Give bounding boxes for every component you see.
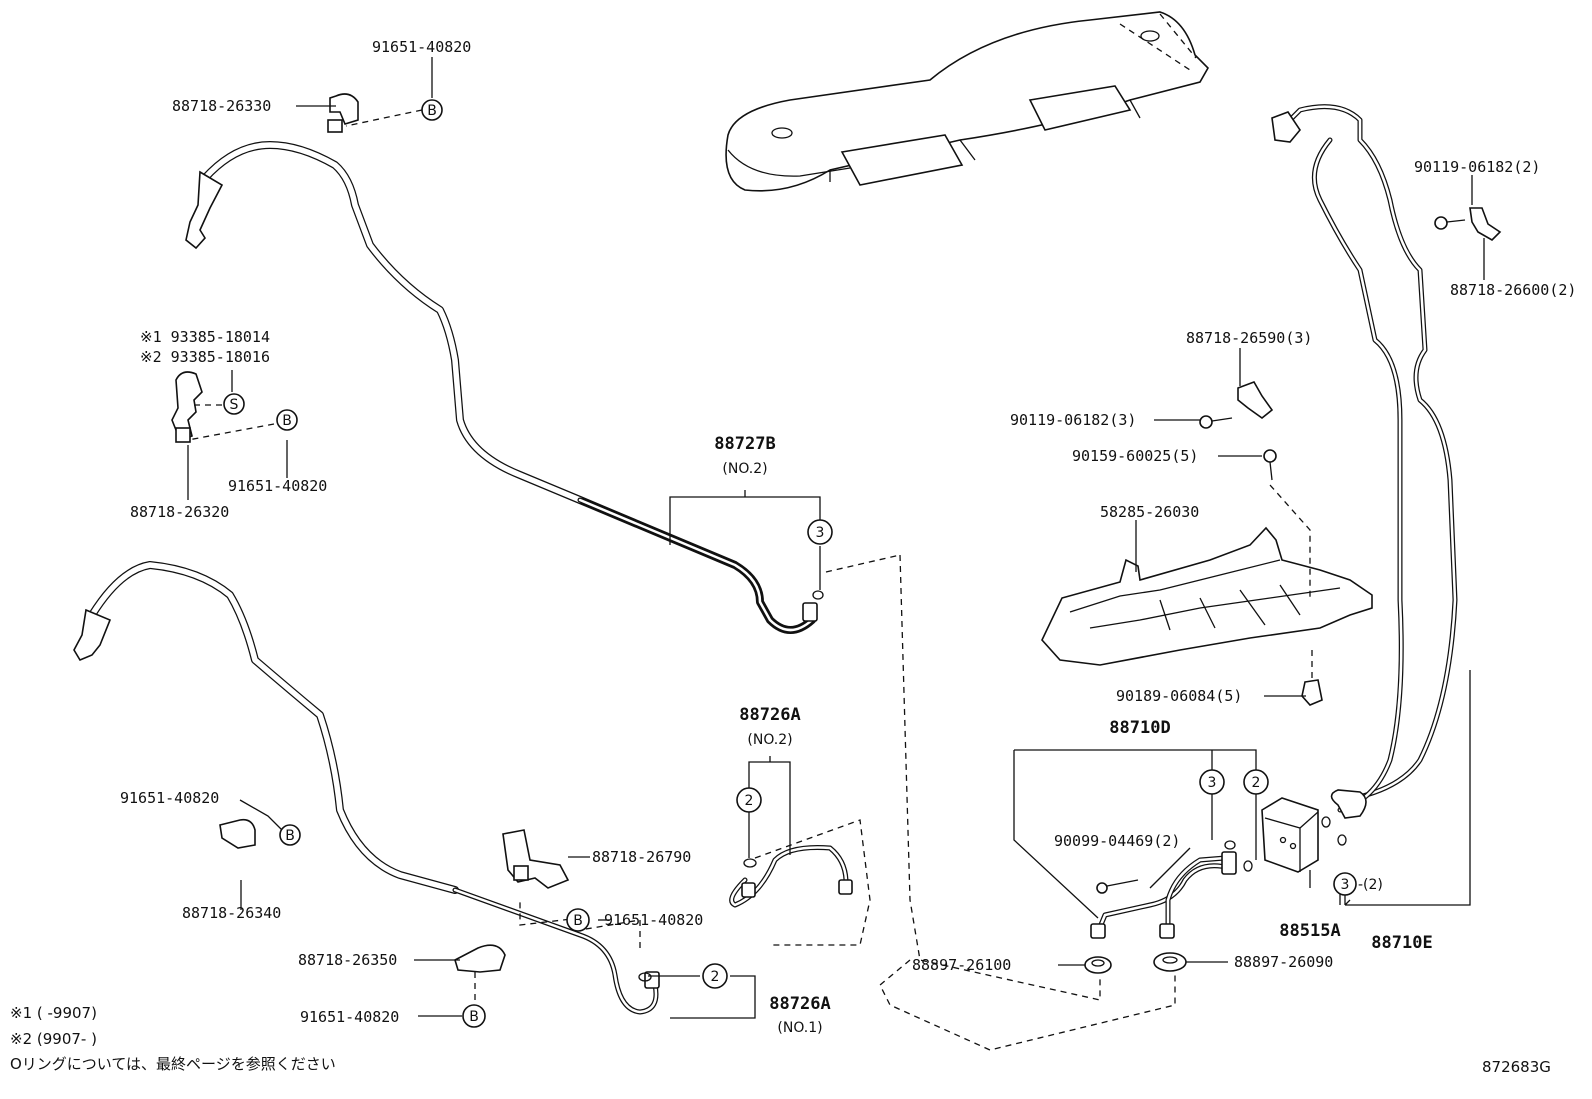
svg-text:3: 3 [1208, 775, 1217, 791]
svg-text:B: B [469, 1009, 479, 1025]
label-88727b-sub: (NO.2) [722, 461, 767, 477]
pipe-88710e [1271, 104, 1458, 819]
dashboard-duct-illustration [725, 11, 1209, 192]
label-88726a-top-sub: (NO.2) [747, 732, 792, 748]
svg-text:B: B [427, 103, 437, 119]
badge-2-88726a-bot: 2 [702, 963, 728, 989]
pipe-88727b [185, 141, 818, 634]
nut-90189 [1301, 679, 1323, 706]
pipe-88710d [1090, 851, 1237, 939]
clip-88718-26590 [1237, 381, 1274, 420]
label-3-qty: -(2) [1358, 877, 1383, 893]
label-90099-04469: 90099-04469(2) [1054, 832, 1180, 850]
clip-88718-26340 [219, 818, 256, 849]
note-3: Oリングについては、最終ページを参照ください [10, 1055, 336, 1073]
badge-b-bottom: B [462, 1004, 486, 1028]
badge-b-center: B [566, 908, 590, 932]
clip-88718-26330 [327, 93, 359, 133]
label-88718-26790: 88718-26790 [592, 848, 691, 866]
label-88710e: 88710E [1371, 933, 1432, 953]
label-91651-40820-center: 91651-40820 [604, 911, 703, 929]
svg-text:B: B [282, 413, 292, 429]
label-88718-26590: 88718-26590(3) [1186, 329, 1312, 347]
clip-88718-26350 [454, 944, 506, 973]
pipe-88726a-no2 [729, 845, 853, 908]
label-88726a-top: 88726A [739, 705, 800, 725]
figure-id: 872683G [1482, 1058, 1551, 1076]
label-88897-26090: 88897-26090 [1234, 953, 1333, 971]
label-88718-26320: 88718-26320 [130, 503, 229, 521]
svg-text:S: S [230, 397, 239, 413]
screw-90159 [1263, 449, 1277, 481]
label-88718-26330: 88718-26330 [172, 97, 271, 115]
badge-b-mid: B [276, 409, 298, 431]
label-93385-18014: ※1 93385-18014 [140, 328, 270, 346]
note-1: ※1 ( -9907) [10, 1004, 97, 1022]
label-90159-60025: 90159-60025(5) [1072, 447, 1198, 465]
svg-text:B: B [573, 913, 583, 929]
label-88718-26340: 88718-26340 [182, 904, 281, 922]
bolt-90119-mid [1199, 415, 1233, 429]
label-93385-18016: ※2 93385-18016 [140, 348, 270, 366]
connector-88515a [1261, 797, 1319, 873]
badge-3-88710e: 3 [1333, 872, 1357, 896]
clip-88718-26790 [502, 829, 570, 889]
bolt-90119-top [1434, 216, 1466, 230]
label-88718-26600: 88718-26600(2) [1450, 281, 1576, 299]
leader-lines [187, 57, 1485, 1051]
clip-88718-26320 [171, 371, 203, 443]
o-rings [638, 590, 1347, 982]
grommet-88897-26100 [1084, 956, 1112, 974]
badge-b-top: B [421, 99, 443, 121]
svg-text:3: 3 [1341, 877, 1350, 893]
svg-text:2: 2 [745, 793, 754, 809]
label-90119-06182-mid: 90119-06182(3) [1010, 411, 1136, 429]
heat-shield-58285 [1041, 526, 1373, 666]
callout-badges: B S B 3 B B B 2 2 3 2 3 [223, 99, 1357, 1028]
screw-90099 [1096, 879, 1139, 894]
label-88515a: 88515A [1279, 921, 1340, 941]
svg-text:B: B [285, 828, 295, 844]
label-88710d: 88710D [1109, 718, 1170, 738]
label-88897-26100: 88897-26100 [912, 956, 1011, 974]
badge-3-88727b: 3 [807, 519, 833, 545]
svg-text:3: 3 [816, 525, 825, 541]
label-88726a-bot-sub: (NO.1) [777, 1020, 822, 1036]
badge-2-88710d: 2 [1243, 769, 1269, 795]
badge-s: S [223, 393, 245, 415]
label-58285-26030: 58285-26030 [1100, 503, 1199, 521]
pipe-88726a-no1 [73, 561, 660, 1015]
footnotes: ※1 ( -9907) ※2 (9907- ) Oリングについては、最終ページを… [10, 1004, 1551, 1076]
badge-b-left: B [279, 824, 301, 846]
label-88727b: 88727B [714, 434, 775, 454]
svg-text:2: 2 [711, 969, 720, 985]
label-91651-40820-left: 91651-40820 [120, 789, 219, 807]
badge-3-88710d: 3 [1199, 769, 1225, 795]
svg-text:2: 2 [1252, 775, 1261, 791]
note-2: ※2 (9907- ) [10, 1030, 97, 1048]
label-88726a-bot: 88726A [769, 994, 830, 1014]
label-90189-06084: 90189-06084(5) [1116, 687, 1242, 705]
label-91651-40820-bot: 91651-40820 [300, 1008, 399, 1026]
label-90119-06182-top: 90119-06182(2) [1414, 158, 1540, 176]
part-labels: 91651-40820 88718-26330 ※1 93385-18014 ※… [120, 38, 1576, 1036]
grommet-88897-26090 [1153, 952, 1187, 972]
label-91651-40820-mid: 91651-40820 [228, 477, 327, 495]
label-91651-40820-top: 91651-40820 [372, 38, 471, 56]
label-88718-26350: 88718-26350 [298, 951, 397, 969]
clip-88718-26600 [1469, 207, 1502, 241]
badge-2-88726a-top: 2 [736, 787, 762, 813]
